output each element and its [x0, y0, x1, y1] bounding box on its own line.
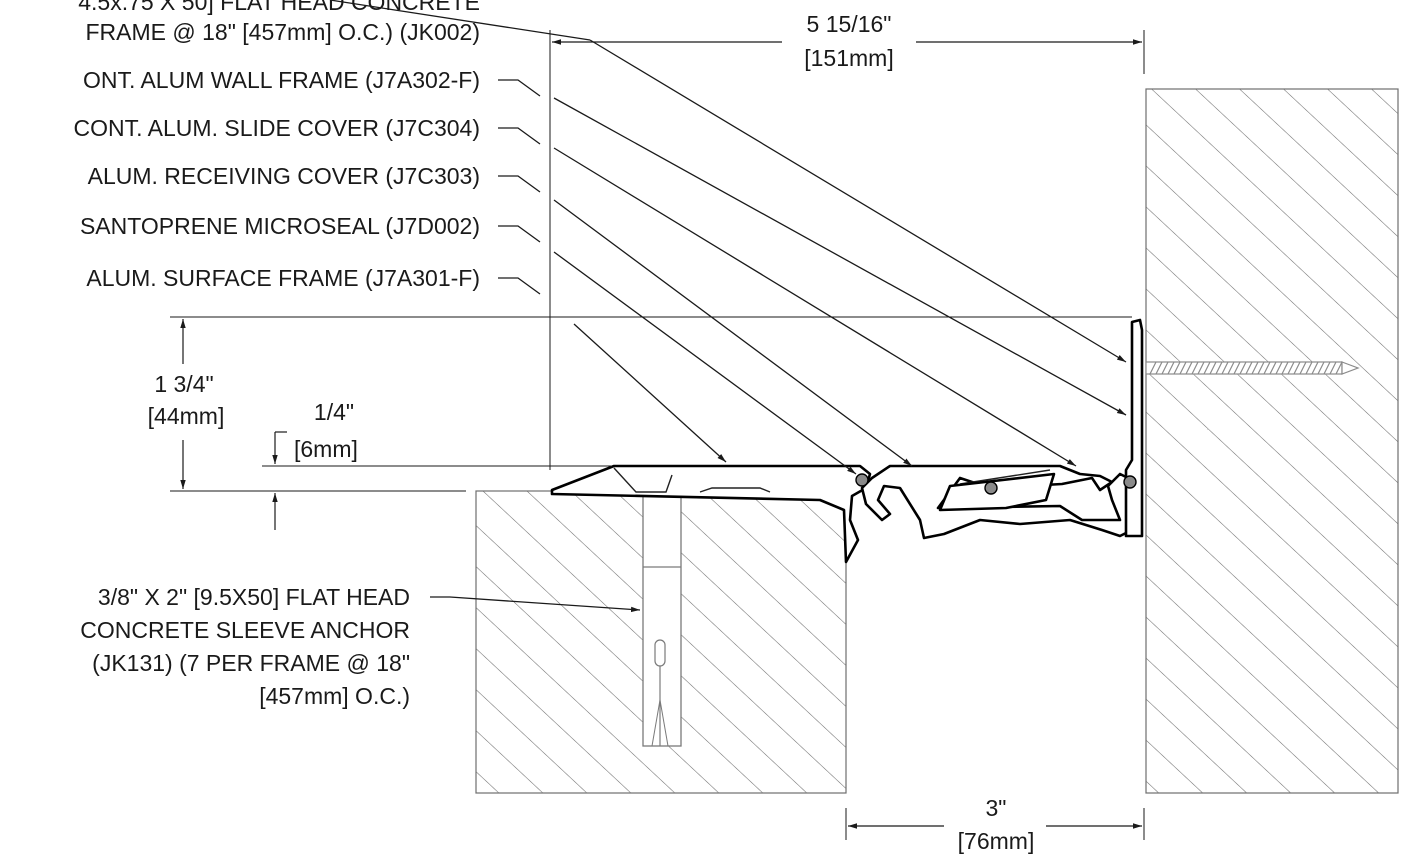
surface-frame-profile [550, 464, 872, 564]
callout-screw-line2: FRAME @ 18" [457mm] O.C.) (JK002) [86, 19, 481, 45]
dim-width-mm: [151mm] [804, 45, 893, 71]
dim-offset-in: 1/4" [314, 399, 354, 425]
dimension-height [170, 316, 1132, 492]
callout-wall-frame: ONT. ALUM WALL FRAME (J7A302-F) [83, 67, 480, 93]
anchor-label-line1: 3/8" X 2" [9.5X50] FLAT HEAD [98, 584, 410, 610]
slide-cover-profile [938, 472, 1056, 512]
dimension-gap [845, 808, 1145, 840]
dimension-overall-width [549, 30, 1145, 470]
anchor-label-line3: (JK131) (7 PER FRAME @ 18" [92, 650, 410, 676]
right-concrete-wall [1145, 88, 1399, 794]
sleeve-anchor [642, 493, 682, 747]
dim-height-in: 1 3/4" [154, 371, 213, 397]
callout-leaders [329, 0, 1127, 613]
dimension-offset [262, 431, 612, 530]
callout-surface-frame: ALUM. SURFACE FRAME (J7A301-F) [86, 265, 480, 291]
anchor-label-line2: CONCRETE SLEEVE ANCHOR [80, 617, 410, 643]
callout-slide-cover: CONT. ALUM. SLIDE COVER (J7C304) [74, 115, 480, 141]
dim-gap-in: 3" [986, 795, 1007, 821]
dim-offset-mm: [6mm] [294, 436, 358, 462]
anchor-label-line4: [457mm] O.C.) [259, 683, 410, 709]
dim-width-in: 5 15/16" [807, 11, 892, 37]
dim-gap-mm: [76mm] [958, 828, 1035, 854]
dim-height-mm: [44mm] [148, 403, 225, 429]
callout-receiving-cover: ALUM. RECEIVING COVER (J7C303) [88, 163, 480, 189]
callout-screw-line1: 4.5x.75 X 50] FLAT HEAD CONCRETE [78, 0, 480, 15]
microseals [855, 473, 1137, 495]
callout-microseal: SANTOPRENE MICROSEAL (J7D002) [80, 213, 480, 239]
wall-screw [1145, 361, 1360, 375]
wall-frame-profile [1124, 318, 1144, 538]
